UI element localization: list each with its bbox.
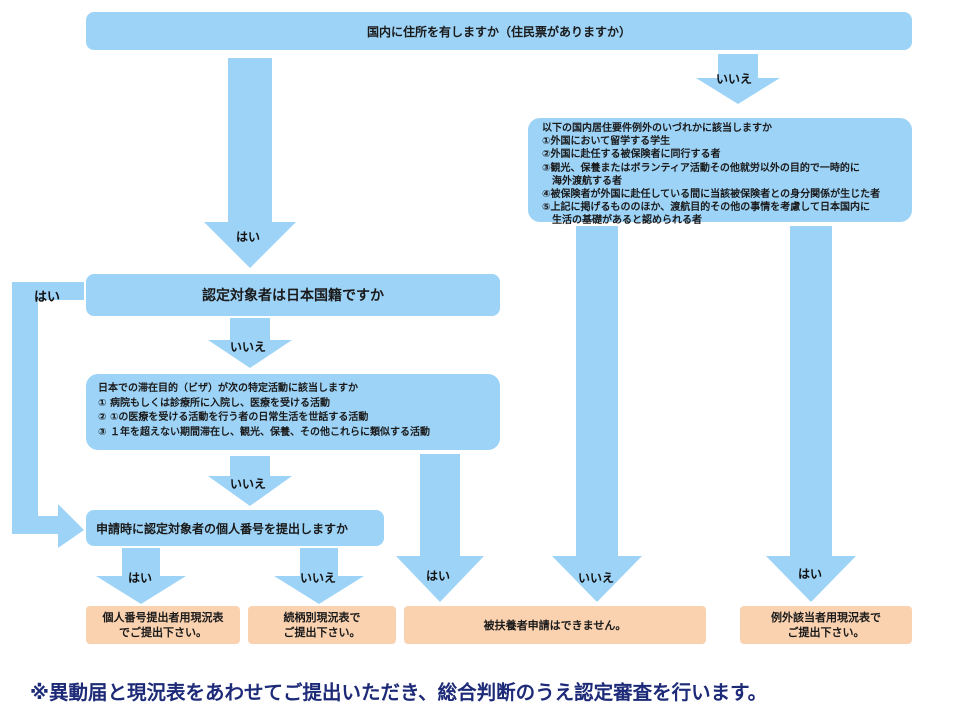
question-mynumber: 申請時に認定対象者の個人番号を提出しますか xyxy=(86,510,384,546)
result-exception-form-line1: 例外該当者用現況表で xyxy=(771,611,881,624)
exception-list-item: ④被保険者が外国に赴任している間に当該被保険者との身分関係が生じた者 xyxy=(542,189,881,201)
visa-activity-item: ① 病院もしくは診療所に入院し、医療を受ける活動 xyxy=(98,397,330,409)
question-nationality: 認定対象者は日本国籍ですか xyxy=(86,274,500,316)
label-mynumber-no: いいえ xyxy=(300,571,337,585)
exception-list-item: ⑤上記に掲げるもののほか、渡航目的その他の事情を考慮して日本国内に xyxy=(542,202,870,214)
label-nationality-no: いいえ xyxy=(230,340,267,354)
exception-list-item: ①外国において留学する学生 xyxy=(542,136,671,148)
question-nationality-text: 認定対象者は日本国籍ですか xyxy=(202,288,384,304)
footnote: ※異動届と現況表をあわせてご提出いただき、総合判断のうえ認定審査を行います。 xyxy=(30,676,950,710)
label-exception-yes: はい xyxy=(798,567,823,581)
result-not-eligible-text: 被扶養者申請はできません。 xyxy=(483,618,627,632)
visa-activity-item: ② ①の医療を受ける活動を行う者の日常生活を世話する活動 xyxy=(98,412,369,423)
result-not-eligible: 被扶養者申請はできません。 xyxy=(404,606,706,644)
result-mynumber-form-line1: 個人番号提出者用現況表 xyxy=(102,611,224,624)
result-relationship-form-line1: 続柄別現況表で xyxy=(283,611,361,624)
label-visa-yes: はい xyxy=(426,569,451,583)
question-residence-text: 国内に住所を有しますか（住民票がありますか） xyxy=(366,24,631,39)
arrow-residence-yes xyxy=(204,58,296,268)
question-visa: 日本での滞在目的（ビザ）が次の特定活動に該当しますか ① 病院もしくは診療所に入… xyxy=(86,374,500,450)
exception-list-item: ③観光、保養またはボランティア活動その他就労以外の目的で一時的に xyxy=(542,162,860,174)
visa-activity-list: ① 病院もしくは診療所に入院し、医療を受ける活動 ② ①の医療を受ける活動を行う者… xyxy=(98,397,492,441)
arrow-nationality-no xyxy=(208,318,292,368)
visa-activity-item: ③ １年を超えない期間滞在し、観光、保養、その他これらに類似する活動 xyxy=(98,426,430,438)
arrow-mynumber-no xyxy=(274,548,364,604)
footnote-text: ※異動届と現況表をあわせてご提出いただき、総合判断のうえ認定審査を行います。 xyxy=(30,681,768,704)
result-mynumber-form-line2: でご提出下さい。 xyxy=(119,626,207,639)
label-exception-no: いいえ xyxy=(578,571,615,585)
arrow-visa-no xyxy=(208,456,292,506)
label-nationality-yes: はい xyxy=(34,290,61,305)
arrow-residence-no xyxy=(696,54,780,104)
arrow-mynumber-yes xyxy=(96,548,186,604)
exception-list-item: 海外渡航する者 xyxy=(542,175,622,187)
exception-list-item: 生活の基礎があると認められる者 xyxy=(542,215,702,227)
question-exception-intro: 以下の国内居住要件例外のいづれかに該当しますか xyxy=(542,123,772,134)
result-relationship-form-line2: ご提出下さい。 xyxy=(283,626,361,639)
result-exception-form: 例外該当者用現況表で ご提出下さい。 xyxy=(740,606,912,644)
exception-list-item: ②外国に赴任する被保険者に同行する者 xyxy=(542,149,721,161)
arrow-nationality-yes xyxy=(12,282,84,548)
question-visa-intro: 日本での滞在目的（ビザ）が次の特定活動に該当しますか xyxy=(98,383,358,394)
arrow-exception-yes xyxy=(766,226,856,602)
label-residence-yes: はい xyxy=(236,230,261,244)
question-mynumber-text: 申請時に認定対象者の個人番号を提出しますか xyxy=(96,521,349,536)
question-residence: 国内に住所を有しますか（住民票がありますか） xyxy=(86,12,912,50)
result-relationship-form: 続柄別現況表で ご提出下さい。 xyxy=(248,606,396,644)
arrow-exception-no xyxy=(552,226,642,602)
result-exception-form-line2: ご提出下さい。 xyxy=(787,626,865,639)
label-mynumber-yes: はい xyxy=(128,571,153,585)
label-visa-no: いいえ xyxy=(230,477,267,491)
result-mynumber-form: 個人番号提出者用現況表 でご提出下さい。 xyxy=(86,606,240,644)
label-residence-no: いいえ xyxy=(716,72,753,86)
arrow-visa-yes xyxy=(396,454,484,602)
